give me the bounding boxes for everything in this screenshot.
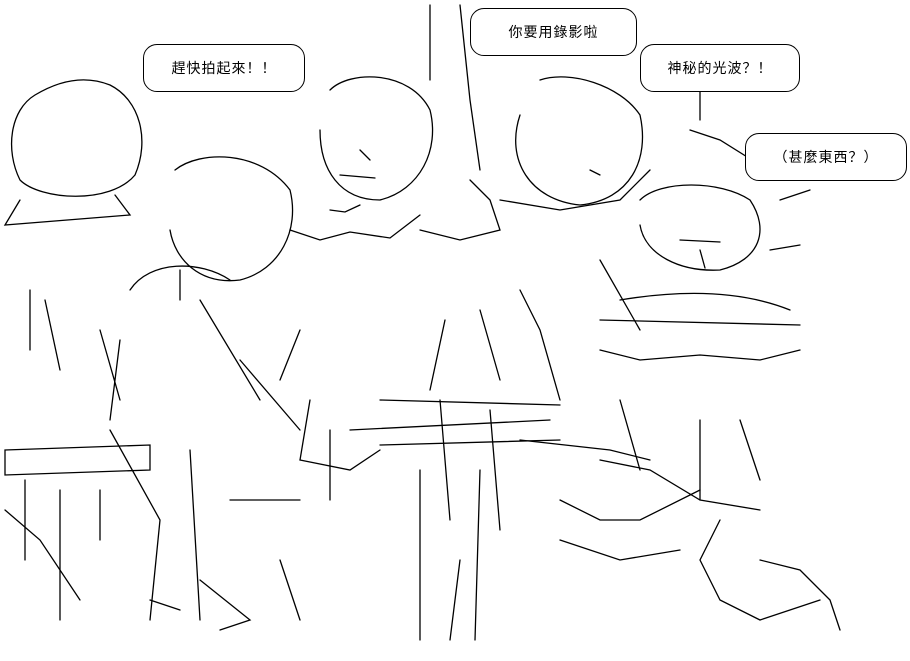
speech-bubble-what-is-it: （甚麼東西？） xyxy=(745,133,907,181)
speech-text-use-video: 你要用錄影啦 xyxy=(508,25,599,41)
speech-bubble-use-video: 你要用錄影啦 xyxy=(470,8,637,56)
speech-text-hurry-film: 趕快拍起來！！ xyxy=(171,61,277,77)
speech-text-mysterious-wave: 神秘的光波？！ xyxy=(667,61,773,77)
speech-text-what-is-it: （甚麼東西？） xyxy=(773,150,879,166)
speech-bubble-mysterious-wave: 神秘的光波？！ xyxy=(640,44,800,92)
speech-bubble-hurry-film: 趕快拍起來！！ xyxy=(143,44,305,92)
